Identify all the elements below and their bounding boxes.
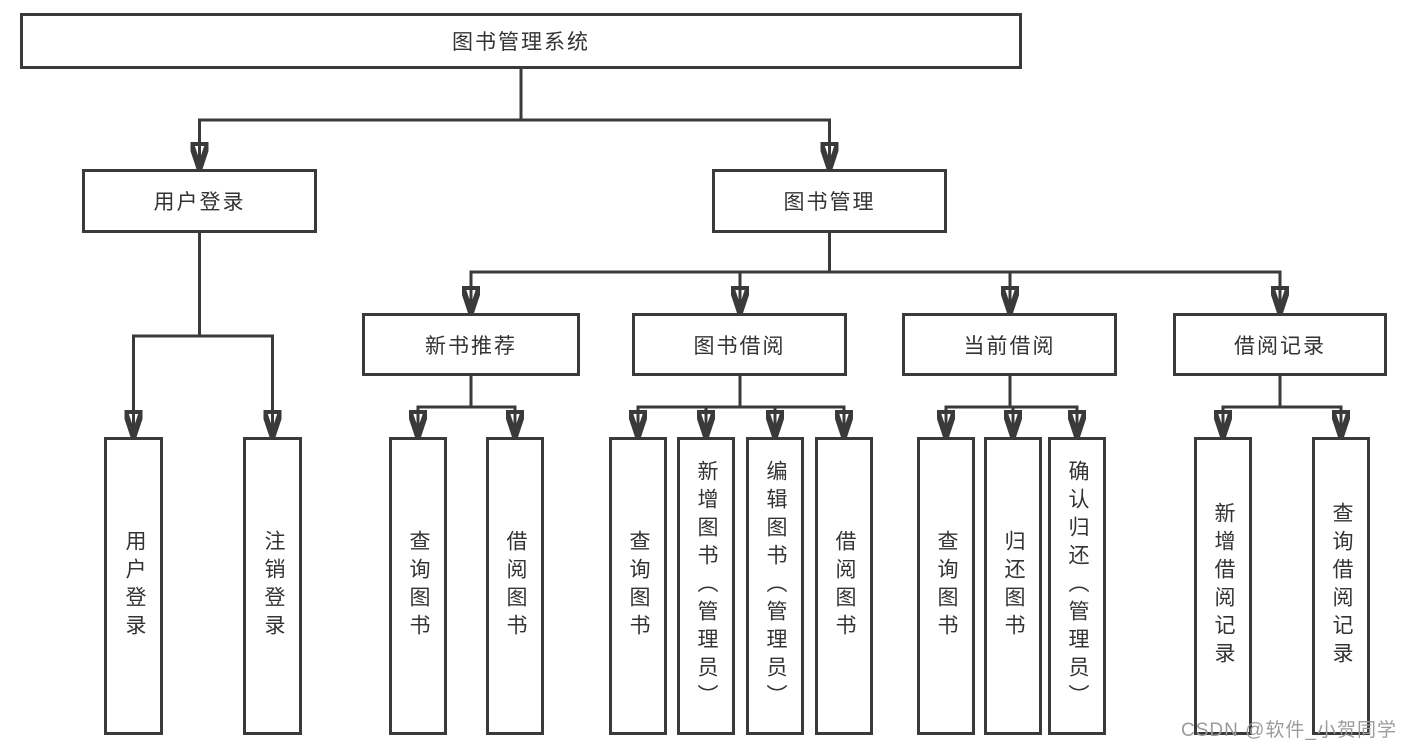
node-borrow-records: 借阅记录 <box>1173 313 1387 376</box>
leaf-edit-books-admin: 编辑图书（管理员） <box>746 437 804 735</box>
node-current-borrowing: 当前借阅 <box>902 313 1117 376</box>
connector-current-borrowing-branch <box>946 376 1077 437</box>
leaf-query-books-1: 查询图书 <box>389 437 447 735</box>
leaf-borrow-books-1: 借阅图书 <box>486 437 544 735</box>
watermark: CSDN @软件_小贺同学 <box>1181 720 1397 741</box>
node-root: 图书管理系统 <box>20 13 1022 69</box>
node-user-login: 用户登录 <box>82 169 317 233</box>
leaf-borrow-books-2: 借阅图书 <box>815 437 873 735</box>
connector-book-management-branch <box>471 233 1280 313</box>
leaf-user-login: 用户登录 <box>104 437 163 735</box>
connector-borrow-records-branch <box>1223 376 1341 437</box>
leaf-return-books: 归还图书 <box>984 437 1042 735</box>
connector-new-book-recommend-branch <box>418 376 515 437</box>
leaf-logout: 注销登录 <box>243 437 302 735</box>
node-book-borrowing: 图书借阅 <box>632 313 847 376</box>
leaf-query-books-2: 查询图书 <box>609 437 667 735</box>
connector-book-borrowing-branch <box>638 376 844 437</box>
connector-root-branch <box>200 69 830 169</box>
leaf-query-borrow-record: 查询借阅记录 <box>1312 437 1370 735</box>
leaf-add-borrow-record: 新增借阅记录 <box>1194 437 1252 735</box>
connector-user-login-branch <box>134 233 273 437</box>
node-new-book-recommend: 新书推荐 <box>362 313 580 376</box>
leaf-add-books-admin: 新增图书（管理员） <box>677 437 735 735</box>
leaf-confirm-return-admin: 确认归还（管理员） <box>1048 437 1106 735</box>
node-book-management: 图书管理 <box>712 169 947 233</box>
leaf-query-books-3: 查询图书 <box>917 437 975 735</box>
